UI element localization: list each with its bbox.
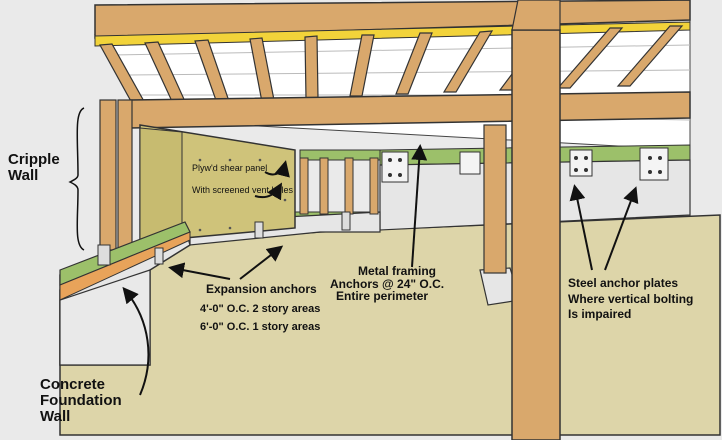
concrete-foundation-label: Concrete Foundation Wall bbox=[40, 376, 122, 425]
cripple-wall-label: Cripple Wall bbox=[8, 151, 60, 184]
steel-anchor-plates-label: Steel anchor plates Where vertical bolti… bbox=[568, 276, 694, 322]
plywood-panel-label: Plyw'd shear panel With screened vent ho… bbox=[192, 163, 294, 196]
spacing-1-story-label: 6'-0" O.C. 1 story areas bbox=[200, 321, 321, 333]
front-post bbox=[511, 29, 561, 440]
cripple-wall-bracket bbox=[68, 107, 85, 251]
metal-framing-label: Metal framing Anchors @ 24" O.C. Entire … bbox=[330, 264, 445, 304]
expansion-anchors-label: Expansion anchors bbox=[206, 282, 317, 296]
cripple-wall-studs bbox=[99, 99, 133, 251]
spacing-2-story-label: 4'-0" O.C. 2 story areas bbox=[200, 303, 321, 315]
support-post bbox=[483, 124, 507, 274]
